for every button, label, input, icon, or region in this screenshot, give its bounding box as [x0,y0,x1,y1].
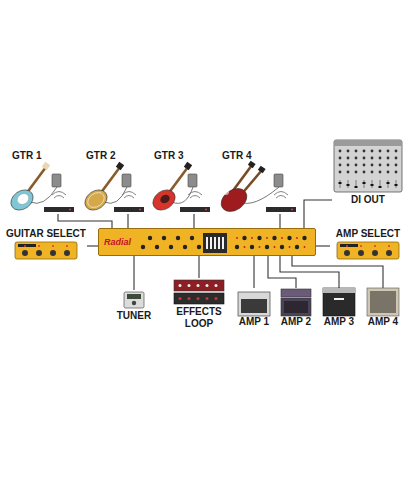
device-label: EFFECTS LOOP [170,306,228,330]
device-illustration [112,290,156,310]
device-node: AMP 1 [234,288,274,328]
device-label: AMP 4 [362,316,404,328]
device-illustration [332,138,404,194]
device-picture [276,288,316,316]
rack-unit: Radial [98,228,316,256]
device-illustration [170,278,228,306]
device-label: AMP 1 [234,316,274,328]
device-picture [330,240,406,260]
device-picture [332,138,404,194]
device-illustration [218,162,300,214]
signal-cable [87,245,98,246]
signal-cable [253,256,254,288]
device-picture [8,162,78,214]
device-label: AMP 2 [276,316,316,328]
device-node: TUNER [112,290,156,322]
signal-cable [133,256,134,290]
device-picture [112,290,156,310]
device-illustration [276,288,316,316]
device-picture [234,288,274,316]
signal-cable [127,214,128,228]
signal-cable [304,200,332,228]
device-label: GTR 4 [218,150,300,162]
signal-cable [279,214,280,228]
device-node: AMP 2 [276,288,316,328]
device-illustration [330,240,406,260]
signal-cable [280,256,339,288]
device-illustration [234,288,274,316]
device-label: GTR 3 [150,150,214,162]
device-picture [362,288,404,316]
device-picture [5,240,87,260]
device-illustration [5,240,87,260]
device-picture [318,288,360,316]
signal-cable [292,256,383,288]
device-label: GUITAR SELECT [5,228,87,240]
device-label: TUNER [112,310,156,322]
device-illustration [150,162,214,214]
device-node: GTR 3 [150,150,214,214]
device-illustration [82,162,148,214]
device-label: GTR 1 [8,150,78,162]
device-node: GUITAR SELECT [5,228,87,260]
signal-cable [58,214,112,228]
signal-cable [193,214,194,228]
device-label: GTR 2 [82,150,148,162]
device-node: GTR 4 [218,150,300,214]
device-picture [82,162,148,214]
device-picture [170,278,228,306]
device-picture [218,162,300,214]
device-label: DI OUT [332,194,404,206]
signal-cable [316,245,330,246]
device-picture [150,162,214,214]
device-node: DI OUT [332,138,404,206]
device-node: GTR 2 [82,150,148,214]
device-illustration [318,288,360,316]
device-label: Radial [99,229,131,247]
signal-cable [198,256,199,278]
device-node: GTR 1 [8,150,78,214]
device-illustration [8,162,78,214]
device-illustration [362,288,404,316]
device-node: AMP 3 [318,288,360,328]
device-label: AMP 3 [318,316,360,328]
rack-panel [99,229,315,255]
device-node: AMP SELECT [330,228,406,260]
device-node: AMP 4 [362,288,404,328]
device-node: EFFECTS LOOP [170,278,228,330]
device-label: AMP SELECT [330,228,406,240]
